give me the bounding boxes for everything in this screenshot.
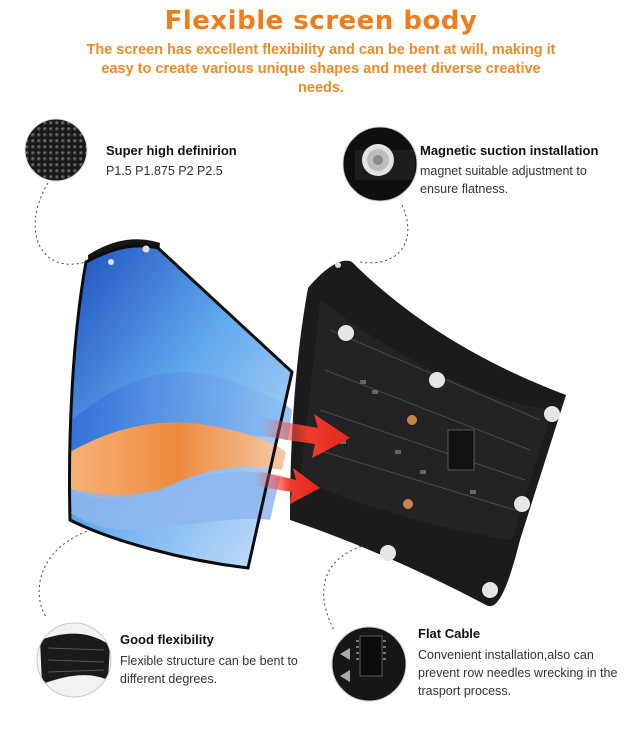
led-closeup-thumbnail [25, 119, 87, 181]
page-subtitle: The screen has excellent flexibility and… [86, 42, 556, 96]
feature-definition-desc: P1.5 P1.875 P2 P2.5 [106, 164, 223, 178]
flat-cable-thumbnail [332, 627, 406, 701]
connector-definition [34, 182, 87, 265]
connector-magnetic [359, 204, 409, 264]
feature-cable-desc-2: prevent row needles wrecking in the [418, 666, 618, 680]
flexible-screen-back [290, 260, 566, 607]
feature-magnetic-desc-1: magnet suitable adjustment to [420, 164, 587, 178]
bent-module-thumbnail [37, 623, 111, 697]
connector-cable [323, 544, 367, 631]
feature-flexibility-desc-2: different degrees. [120, 672, 218, 686]
feature-flexibility-desc-1: Flexible structure can be bent to [120, 654, 298, 668]
feature-cable-desc-1: Convenient installation,also can [418, 648, 594, 662]
feature-cable-desc-3: trasport process. [418, 684, 512, 698]
feature-cable-title: Flat Cable [418, 626, 481, 641]
magnet-thumbnail [343, 127, 417, 201]
arrow-icon [254, 414, 350, 504]
feature-flexibility-title: Good flexibility [120, 632, 214, 647]
connector-flexibility [38, 527, 97, 618]
feature-definition-title: Super high definirion [106, 143, 237, 158]
page-title: Flexible screen body [164, 6, 478, 36]
flexible-screen-front [68, 239, 294, 570]
feature-magnetic-desc-2: ensure flatness. [420, 182, 509, 196]
feature-magnetic-title: Magnetic suction installation [420, 143, 599, 158]
